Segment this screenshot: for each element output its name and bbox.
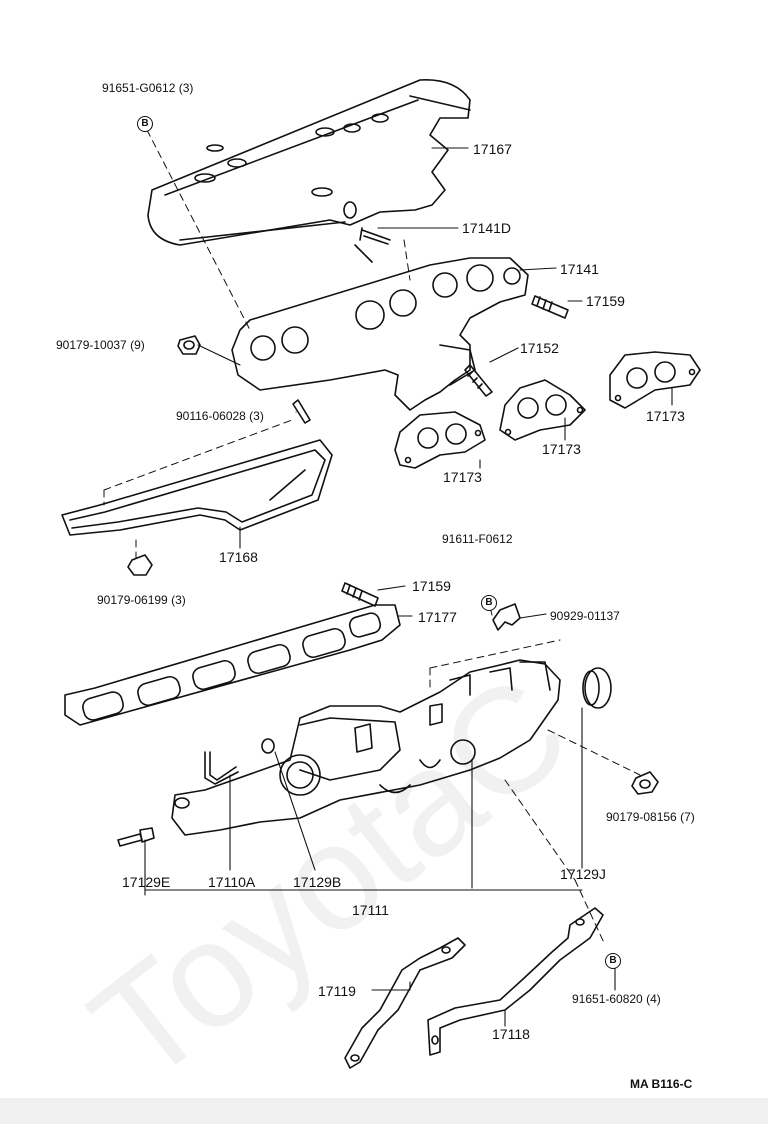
stud-17141d [354,227,391,263]
part-label-17173-b: 17173 [542,441,581,457]
part-label-91651-g0612: 91651-G0612 (3) [102,81,194,95]
pipe-17110a [204,751,239,785]
part-label-91611-f0612: 91611-F0612 [442,532,513,546]
part-label-90179-06199: 90179-06199 (3) [97,593,186,607]
cap-17129j [582,667,612,709]
exhaust-manifold-17141 [231,257,529,411]
gasket-17168 [61,439,333,536]
part-label-17173-c: 17173 [646,408,685,424]
diagram-code: MA B116-C [630,1077,693,1091]
nut-90179-06199 [127,554,153,576]
part-label-17168: 17168 [219,549,258,565]
stud-17152 [464,364,493,397]
gasket-17173-c [609,351,701,409]
part-label-17159-top: 17159 [586,293,625,309]
leader-lines [144,147,673,1027]
stay-17119 [344,937,466,1069]
part-label-17118: 17118 [492,1026,530,1042]
bolt-marker-icon: B [137,116,153,132]
bolt-marker-icon: B [481,595,497,611]
gasket-17177 [64,604,401,726]
stud-17159-mid [341,582,379,607]
part-label-90929-01137: 90929-01137 [550,609,620,623]
gasket-17173-b [499,379,586,441]
alignment-dashed-lines [103,129,641,946]
part-label-17129j: 17129J [560,866,606,882]
heat-insulator-17167 [147,79,471,246]
nut-90179-08156 [631,771,659,795]
part-label-17173-a: 17173 [443,469,482,485]
bracket-90929-01137 [492,603,521,631]
stud-90116-06028 [292,399,311,424]
part-label-17119: 17119 [318,983,356,999]
part-label-17110a: 17110A [208,874,256,890]
part-label-91651-60820: 91651-60820 (4) [572,992,661,1006]
part-label-90179-10037: 90179-10037 (9) [56,338,145,352]
bolt-marker-icon: B [605,953,621,969]
part-label-90179-08156: 90179-08156 (7) [606,810,695,824]
part-label-17111: 17111 [352,902,389,918]
stay-17118 [427,907,604,1056]
plug-17129b [261,738,275,754]
bolt-17129e [117,827,155,847]
part-label-17159-mid: 17159 [412,578,451,594]
footer-band [0,1098,768,1124]
stud-17159-top [531,295,569,319]
nut-90179-10037 [177,335,201,355]
part-label-90116-06028: 90116-06028 (3) [176,409,264,423]
part-label-17167: 17167 [473,141,512,157]
part-label-17129b: 17129B [293,874,342,890]
part-label-17152: 17152 [520,340,559,356]
part-label-17177: 17177 [418,609,457,625]
part-label-17129e: 17129E [122,874,171,890]
part-label-17141d: 17141D [462,220,512,236]
intake-manifold-17111 [171,659,561,836]
gasket-17173-a [394,411,486,469]
part-label-17141: 17141 [560,261,599,277]
